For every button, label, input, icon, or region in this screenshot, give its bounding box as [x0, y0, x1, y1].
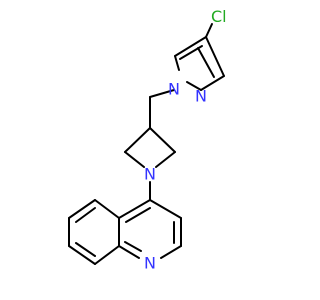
bond-c8-c8a [94, 245, 120, 265]
pyrazole-ring [174, 36, 225, 91]
chlorine-label: Cl [211, 7, 227, 26]
bond-n1-ch2 [149, 89, 175, 98]
bond-c5-n1 [174, 55, 180, 71]
pyrazole-n1-label: N [168, 80, 180, 99]
bond-c7-c8-inner [75, 242, 96, 257]
bond-c3-c2 [124, 127, 151, 153]
pyrazole-n2-label: N [195, 87, 207, 106]
bond-c4a-c5 [94, 199, 120, 219]
azetidine-ring [124, 127, 176, 168]
bond-c4-c3 [205, 36, 225, 77]
quinoline-benzo-ring [68, 199, 120, 265]
bond-n1q-c8a [118, 245, 140, 259]
bond-c4-c3 [149, 127, 176, 153]
bond-n1-n2 [186, 81, 202, 91]
azetidine-n-label: N [144, 165, 156, 184]
bond-n-c4 [155, 151, 176, 168]
bond-n1q-c8a-inner [124, 241, 142, 252]
quinoline-n-label: N [144, 254, 156, 273]
bond-c4-c5-inner [179, 45, 203, 60]
bond-c2-n [124, 151, 145, 168]
bond-c3-n2 [200, 75, 225, 91]
bond-c7-c8 [68, 245, 96, 265]
bond-c4-cl [205, 23, 213, 38]
bond-c5-c6 [68, 199, 96, 219]
bond-c4a-c4 [118, 199, 151, 219]
bond-c4-c3-inner [197, 47, 215, 78]
bond-c4a-c4-inner [125, 207, 151, 223]
molecule-canvas: Cl N N N N [68, 7, 227, 273]
bond-c2q-n1q [160, 245, 182, 259]
bond-c5-c6-inner [75, 207, 96, 223]
bond-c4-c3q [149, 199, 182, 219]
quinoline-pyridine-ring [118, 199, 182, 259]
bond-c4-c5 [174, 36, 207, 57]
structure-diagram: Cl N N N N [68, 7, 227, 273]
